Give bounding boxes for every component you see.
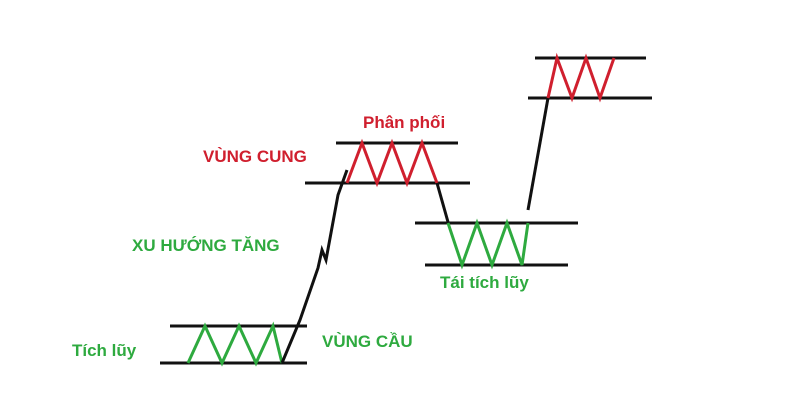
reaccumulation-label: Tái tích lũy (440, 273, 529, 292)
uptrend-label: XU HƯỚNG TĂNG (132, 236, 280, 255)
accumulation-label: Tích lũy (72, 341, 137, 360)
distribution-zigzag (345, 138, 439, 188)
distribution-zone (305, 138, 470, 188)
uptrend-line (280, 169, 349, 364)
reaccumulation-zigzag (446, 218, 530, 270)
accumulation-zigzag (186, 321, 284, 367)
supply-zone-label: VÙNG CUNG (203, 147, 307, 166)
top-zone-zigzag (546, 52, 616, 103)
top-distribution-zone (528, 52, 652, 103)
breakout-line (526, 97, 550, 211)
reaccumulation-zone (415, 218, 578, 270)
markdown-line (435, 182, 450, 223)
demand-zone-label: VÙNG CẦU (322, 332, 413, 351)
distribution-label: Phân phối (363, 113, 445, 132)
